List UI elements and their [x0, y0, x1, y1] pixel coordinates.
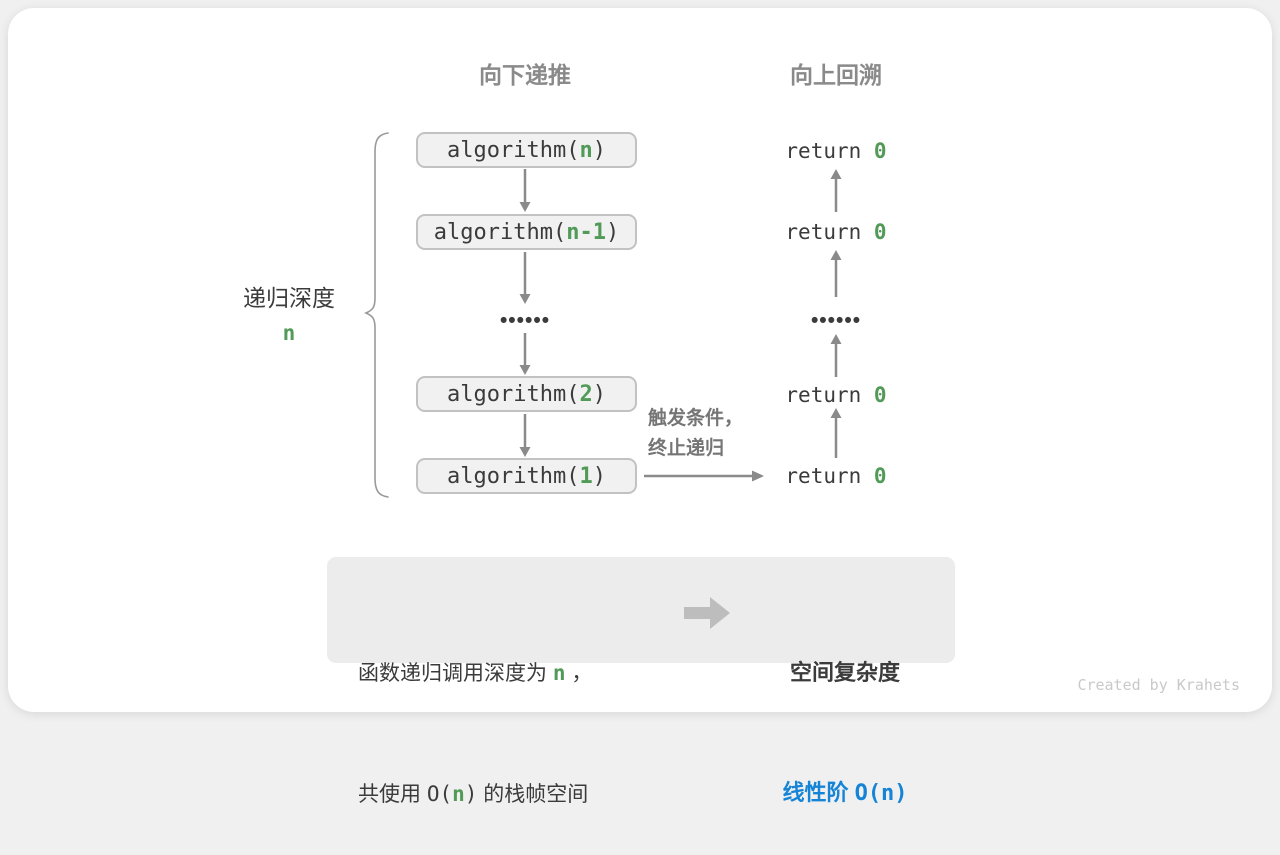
return-statement: return 0 — [785, 139, 886, 163]
call-text: ) — [592, 381, 606, 407]
return-value: 0 — [873, 464, 887, 488]
termination-annotation: 触发条件， 终止递归 — [648, 404, 743, 464]
summary-line2: 共使用 O(n) 的栈帧空间 — [358, 774, 592, 815]
stack-frame-algorithm-2: algorithm(2) — [416, 376, 637, 412]
up-arrow-icon — [830, 169, 842, 212]
up-arrow-icon — [830, 250, 842, 297]
call-text: algorithm( — [433, 219, 567, 245]
call-arg: 2 — [579, 381, 593, 407]
ellipsis-right: •••••• — [810, 309, 862, 332]
summary-var-n: n — [552, 661, 566, 685]
recursion-depth-variable: n — [282, 321, 296, 345]
call-text: ) — [605, 219, 620, 245]
return-keyword: return — [785, 383, 874, 407]
termination-line2: 终止递归 — [648, 438, 725, 459]
space-complexity-title: 空间复杂度 — [789, 660, 901, 685]
return-statement: return 0 — [785, 383, 886, 407]
stack-frame-algorithm-n: algorithm(n) — [416, 132, 637, 168]
return-value: 0 — [873, 220, 887, 244]
call-arg: 1 — [579, 463, 593, 489]
complexity-result: 空间复杂度 线性阶 O(n) — [782, 573, 907, 854]
curly-brace — [363, 132, 389, 498]
call-arg: n-1 — [566, 219, 606, 245]
right-arrow-icon — [644, 470, 764, 482]
down-arrow-icon — [519, 252, 531, 304]
stack-frame-algorithm-n-1: algorithm(n-1) — [416, 214, 637, 250]
return-value: 0 — [873, 383, 887, 407]
summary-line1: 函数递归调用深度为 n ， — [358, 653, 592, 694]
termination-line1: 触发条件， — [648, 408, 744, 429]
implies-arrow-icon — [684, 597, 730, 629]
up-arrow-icon — [830, 408, 842, 458]
ellipsis-left: •••••• — [499, 309, 551, 332]
return-keyword: return — [785, 464, 874, 488]
header-upward-backtrack: 向上回溯 — [790, 62, 882, 88]
return-value: 0 — [873, 139, 887, 163]
call-text: algorithm( — [447, 137, 580, 163]
call-text: ) — [592, 463, 606, 489]
big-o-open: O( — [426, 782, 453, 806]
linear-order-bigo: O(n) — [854, 781, 908, 806]
header-downward-recursion: 向下递推 — [479, 62, 571, 88]
summary-description: 函数递归调用深度为 n ， 共使用 O(n) 的栈帧空间 — [358, 573, 592, 855]
up-arrow-icon — [830, 334, 842, 377]
down-arrow-icon — [519, 414, 531, 457]
summary-text: ， — [565, 662, 593, 685]
credit-text: Created by Krahets — [1077, 676, 1240, 694]
summary-text: 共使用 — [358, 783, 427, 806]
linear-order-value: 线性阶 O(n) — [782, 773, 907, 814]
call-arg: n — [579, 137, 593, 163]
recursion-depth-label: 递归深度 — [243, 285, 335, 311]
big-o-var: n — [452, 782, 465, 806]
call-text: ) — [592, 137, 606, 163]
summary-panel — [327, 557, 955, 663]
down-arrow-icon — [519, 333, 531, 375]
return-statement: return 0 — [785, 464, 886, 488]
return-statement: return 0 — [785, 220, 886, 244]
return-keyword: return — [785, 220, 874, 244]
call-text: algorithm( — [447, 381, 580, 407]
down-arrow-icon — [519, 169, 531, 212]
stack-frame-algorithm-1: algorithm(1) — [416, 458, 637, 494]
big-o-close: ) — [464, 782, 478, 806]
linear-order-label: 线性阶 — [782, 780, 855, 805]
summary-text: 的栈帧空间 — [477, 783, 589, 806]
call-text: algorithm( — [447, 463, 580, 489]
summary-text: 函数递归调用深度为 — [358, 662, 553, 685]
return-keyword: return — [785, 139, 874, 163]
